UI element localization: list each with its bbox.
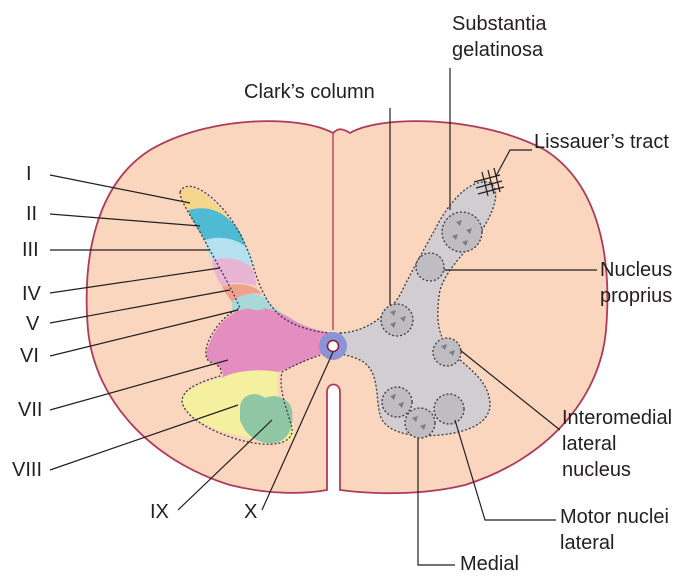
lamina-leader-lines (49, 174, 334, 511)
nucleus-leader-lines (389, 68, 597, 566)
lamina-labels: I II III IV V VI VII VIII IX X (12, 163, 257, 523)
label-nucleus-proprius-line1: Nucleus (600, 259, 672, 281)
central-canal (326, 339, 340, 353)
white-matter (85, 120, 609, 495)
interomedial-lateral-nucleus (432, 337, 462, 367)
clarks-column-nucleus (380, 303, 414, 337)
motor-nucleus-middle (404, 407, 436, 439)
lamina-v-region (222, 284, 262, 302)
lamina-vi-band (232, 294, 269, 312)
label-lamina-iv: IV (22, 283, 42, 305)
label-lamina-i: I (26, 163, 32, 185)
nucleus-proprius-nucleus (415, 252, 445, 282)
label-medial: Medial (460, 553, 519, 575)
label-motor-line1: Motor nuclei (560, 506, 669, 528)
label-lissauers-tract: Lissauer’s tract (534, 131, 669, 153)
nucleus-labels: Substantia gelatinosa Clark’s column Lis… (244, 13, 672, 575)
lamina-iv-region (212, 258, 256, 286)
label-lamina-x: X (244, 501, 257, 523)
label-lamina-ix: IX (150, 501, 169, 523)
lamina-i-region (180, 187, 232, 222)
label-lamina-viii: VIII (12, 459, 42, 481)
lamina-ii-region (188, 208, 245, 246)
lamina-ix-region (240, 394, 293, 444)
label-interomedial-line1: Interomedial (562, 407, 672, 429)
label-nucleus-proprius-line2: proprius (600, 285, 672, 307)
label-lamina-v: V (26, 313, 40, 335)
label-lamina-ii: II (26, 203, 37, 225)
label-interomedial-line3: nucleus (562, 459, 631, 481)
label-substantia-line2: gelatinosa (452, 39, 544, 61)
label-lamina-vi: VI (20, 345, 39, 367)
substantia-gelatinosa-nucleus (441, 211, 483, 253)
lamina-vii-region (206, 307, 340, 378)
label-lamina-vii: VII (18, 399, 42, 421)
label-clarks-column: Clark’s column (244, 81, 375, 103)
label-substantia-line1: Substantia (452, 13, 547, 35)
lamina-iii-region (205, 237, 253, 268)
label-interomedial-line2: lateral (562, 433, 616, 455)
label-motor-line2: lateral (560, 532, 614, 554)
motor-nucleus-right (433, 393, 465, 425)
lissauers-tract-hatch (473, 167, 505, 197)
motor-nucleus-left (381, 386, 413, 418)
label-lamina-iii: III (22, 239, 39, 261)
